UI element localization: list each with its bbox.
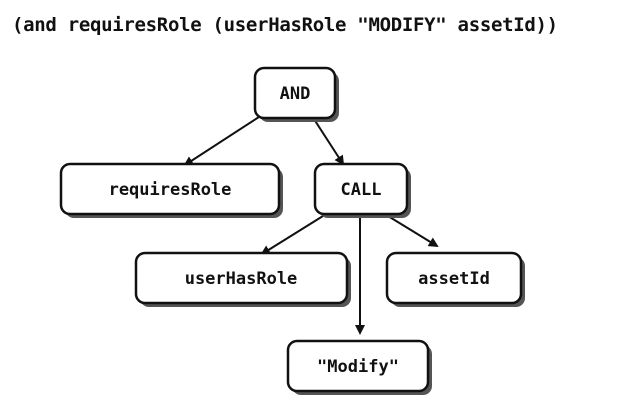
node-and-label: AND [280,84,311,104]
edge-and-to-requiresrole [183,114,263,167]
edge-call-to-userhasrole [260,215,324,256]
node-modify: "Modify" [286,339,432,395]
node-userhasrole-box [134,251,349,305]
node-call-box [313,162,409,216]
node-requiresrole-label: requiresRole [109,180,232,200]
node-requiresrole: requiresRole [59,162,283,218]
node-assetid-label: assetId [418,269,490,289]
node-userhasrole-label: userHasRole [185,269,298,289]
node-requiresrole-box [59,162,281,216]
source-expression: (and requiresRole (userHasRole "MODIFY" … [12,14,558,36]
node-assetid: assetId [385,251,525,307]
node-call: CALL [313,162,411,218]
node-assetid-box [385,251,523,305]
node-and-box [253,66,337,120]
edge-call-to-assetid [387,215,439,248]
edge-and-to-call [311,115,345,166]
node-call-label: CALL [341,180,382,200]
node-userhasrole: userHasRole [134,251,351,307]
node-modify-box [286,339,430,393]
node-modify-label: "Modify" [317,357,399,377]
tree-edges [183,114,439,335]
node-and: AND [253,66,339,122]
